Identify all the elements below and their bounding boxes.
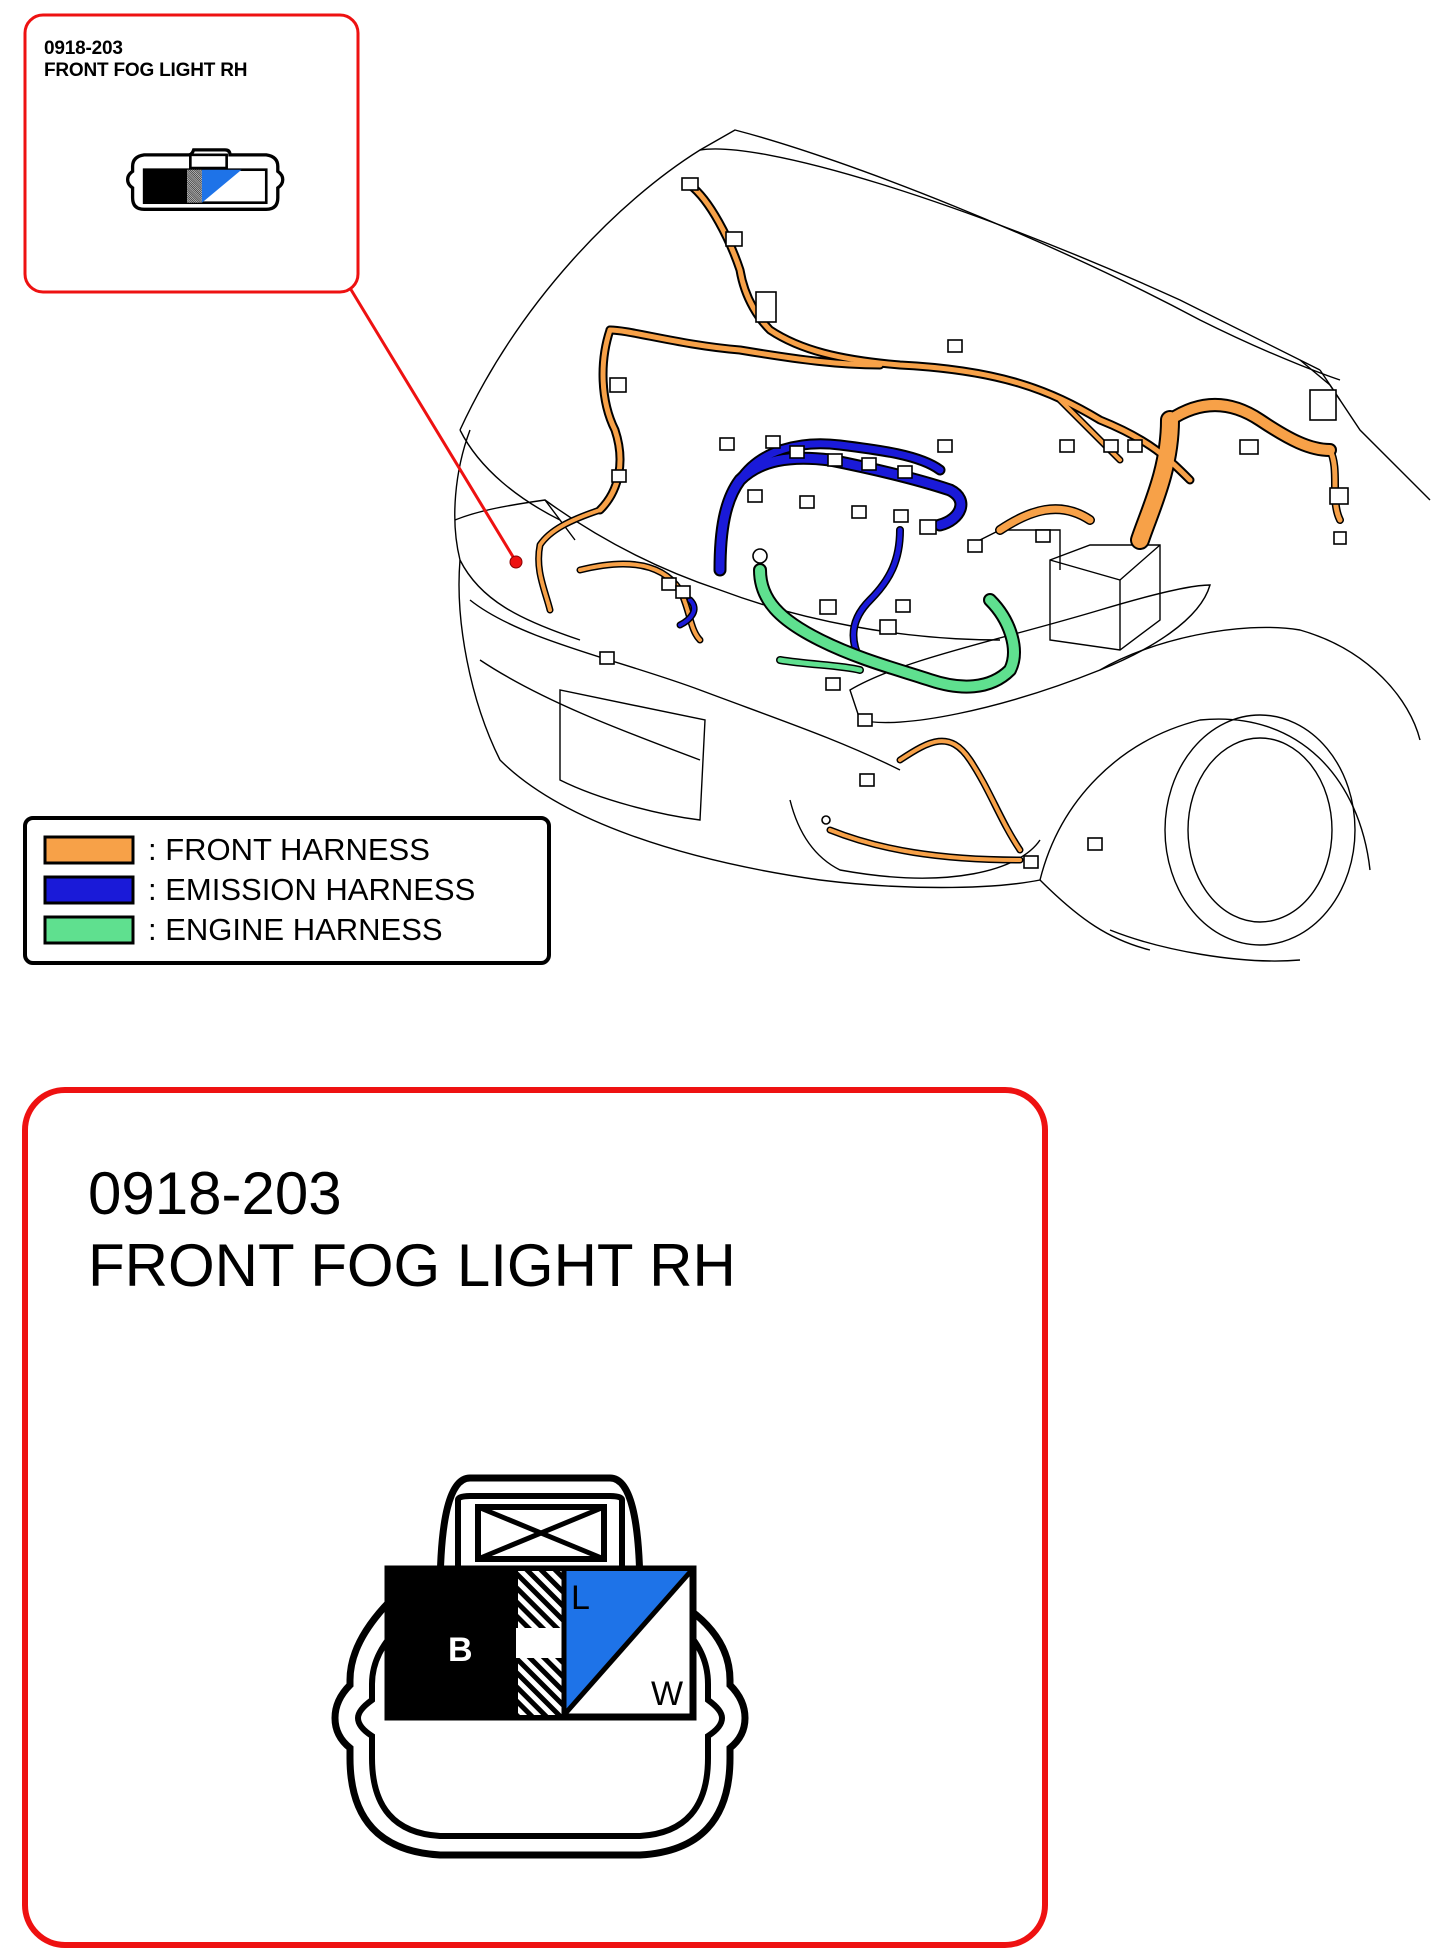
vehicle-outline: [454, 129, 1431, 962]
large-callout-box: [22, 1087, 1048, 1948]
legend-label-emission: : EMISSION HARNESS: [148, 872, 476, 907]
small-callout-name: FRONT FOG LIGHT RH: [44, 60, 248, 81]
small-callout-title: 0918-203 FRONT FOG LIGHT RH: [44, 38, 247, 82]
small-connector-icon: [125, 148, 285, 211]
small-callout-box: [23, 13, 360, 294]
connector-face: B L W: [331, 1474, 749, 1859]
terminal-b: [390, 1571, 518, 1715]
callout-location-dot: [509, 555, 523, 569]
large-callout-name: FRONT FOG LIGHT RH: [88, 1232, 736, 1299]
harness-legend: [23, 816, 551, 965]
terminal-label-l: L: [571, 1579, 590, 1617]
callout-leader-line: [348, 287, 517, 561]
large-callout-title: 0918-203 FRONT FOG LIGHT RH: [88, 1158, 736, 1302]
harness-connectors: [599, 177, 1349, 869]
legend-label-front: : FRONT HARNESS: [148, 832, 430, 867]
large-callout-code: 0918-203: [88, 1160, 342, 1227]
small-callout-code: 0918-203: [44, 38, 123, 59]
terminal-label-b: B: [448, 1631, 473, 1669]
legend-swatch-engine: [43, 915, 135, 945]
legend-label-engine: : ENGINE HARNESS: [148, 912, 443, 947]
terminal-label-w: W: [651, 1675, 683, 1713]
legend-swatch-emission: [43, 875, 135, 905]
legend-swatch-front: [43, 835, 135, 865]
